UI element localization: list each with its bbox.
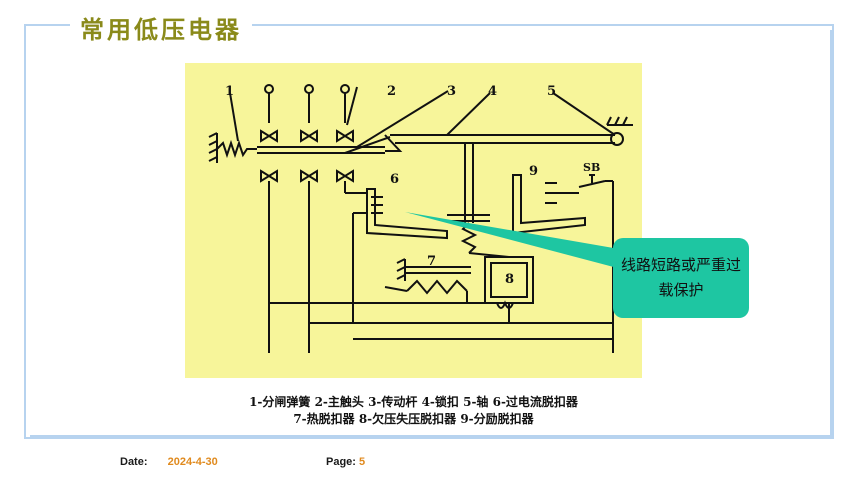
footer-date: Date: 2024-4-30 bbox=[120, 456, 218, 468]
callout-box: 线路短路或严重过载保护 bbox=[613, 238, 749, 318]
diagram-label-6: 6 bbox=[390, 172, 399, 187]
footer-page: Page: 5 bbox=[326, 456, 365, 468]
slide-title: 常用低压电器 bbox=[80, 15, 242, 44]
page-label: Page: bbox=[326, 456, 356, 468]
page-value: 5 bbox=[359, 456, 366, 468]
callout-text: 线路短路或严重过载保护 bbox=[621, 256, 742, 299]
diagram-label-8: 8 bbox=[505, 272, 514, 287]
diagram-label-2: 2 bbox=[387, 84, 396, 99]
diagram-svg: 1 2 3 4 5 6 7 8 9 SB bbox=[208, 84, 633, 353]
caption-line-1: 1-分闸弹簧 2-主触头 3-传动杆 4-锁扣 5-轴 6-过电流脱扣器 bbox=[249, 395, 578, 409]
date-value: 2024-4-30 bbox=[167, 456, 218, 468]
slide-frame bbox=[24, 24, 834, 439]
caption-line-2: 7-热脱扣器 8-欠压失压脱扣器 9-分励脱扣器 bbox=[293, 412, 534, 426]
diagram-label-3: 3 bbox=[447, 84, 456, 99]
title-container: 常用低压电器 bbox=[70, 10, 252, 45]
diagram-label-9: 9 bbox=[529, 164, 538, 179]
circuit-breaker-diagram: 1 2 3 4 5 6 7 8 9 SB bbox=[185, 63, 642, 378]
figure-caption: 1-分闸弹簧 2-主触头 3-传动杆 4-锁扣 5-轴 6-过电流脱扣器 7-热… bbox=[185, 394, 642, 428]
diagram-label-4: 4 bbox=[488, 84, 497, 99]
diagram-label-1: 1 bbox=[225, 84, 234, 99]
diagram-label-7: 7 bbox=[427, 254, 436, 269]
diagram-label-5: 5 bbox=[547, 84, 556, 99]
diagram-label-sb: SB bbox=[583, 161, 600, 174]
date-label: Date: bbox=[120, 456, 148, 468]
